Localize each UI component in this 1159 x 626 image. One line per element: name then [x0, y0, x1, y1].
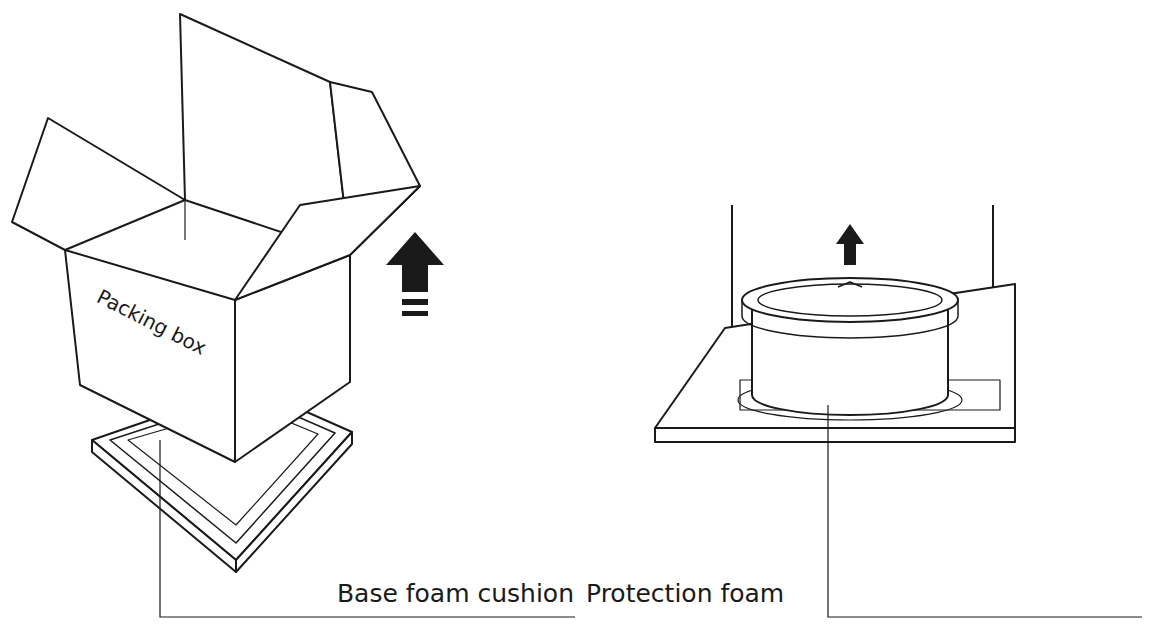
lift-arrow: [386, 232, 444, 292]
lift-arrow: [386, 232, 444, 316]
leader-line: [160, 440, 575, 617]
label-text: Packing box: [93, 284, 210, 360]
protection-foam: [838, 282, 862, 287]
appliance-base: [655, 205, 1015, 442]
lift-arrow: [402, 299, 428, 305]
base-foam-cushion: [92, 440, 236, 572]
packing-box: [12, 14, 420, 462]
appliance-base: [992, 205, 994, 290]
small-lift-arrow: [836, 224, 864, 265]
base-foam-cushion: [236, 432, 352, 572]
packing-box: [12, 118, 185, 250]
label-text: Protection foam: [586, 579, 784, 608]
small-lift-arrow: [836, 224, 864, 265]
protection-foam: [742, 300, 958, 338]
leader-line: [160, 405, 1142, 617]
part-label: Packing box: [94, 285, 210, 359]
part-label: Protection foam: [586, 580, 784, 608]
packing-box: [235, 186, 420, 300]
protection-foam: [742, 278, 958, 415]
label-text: Base foam cushion: [337, 579, 574, 608]
appliance-base: [731, 205, 733, 330]
leader-line: [828, 405, 1142, 617]
packing-box: [65, 250, 235, 462]
lift-arrow: [402, 311, 428, 316]
protection-foam: [742, 278, 958, 322]
packing-box: [184, 200, 185, 240]
appliance-base: [655, 428, 1015, 442]
part-label: Base foam cushion: [337, 580, 574, 608]
protection-foam: [758, 284, 942, 316]
